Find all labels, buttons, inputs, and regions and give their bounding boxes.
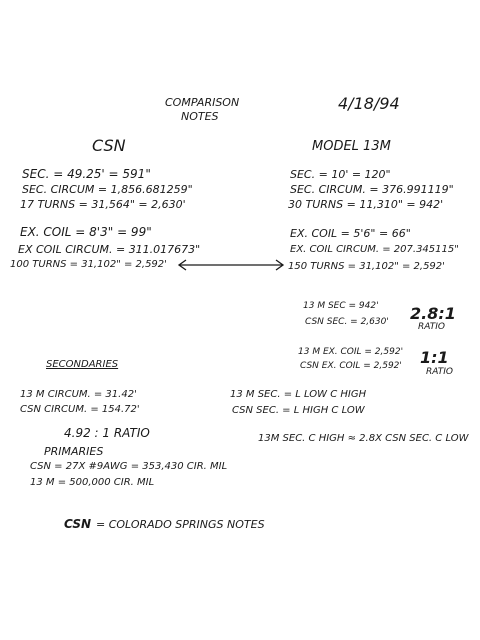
- footer-abbreviation: CSN: [64, 517, 92, 531]
- csn-ex-coil: EX. COIL = 8'3" = 99": [20, 225, 152, 239]
- title-line-1: COMPARISON: [165, 96, 240, 109]
- 13m-ex-coil: EX. COIL = 5'6" = 66": [290, 227, 411, 240]
- secondaries-ratio: 4.92 : 1 RATIO: [64, 426, 150, 440]
- ratio2-label: RATIO: [426, 367, 453, 377]
- ratio2-value: 1:1: [420, 348, 449, 367]
- 13m-sec-circum: SEC. CIRCUM. = 376.991119": [290, 183, 454, 196]
- 13m-sec: SEC. = 10' = 120": [290, 168, 391, 181]
- footer-definition: = COLORADO SPRINGS NOTES: [96, 518, 265, 531]
- ratio1-line1: 13 M SEC = 942': [303, 301, 379, 311]
- primaries-13m: 13 M = 500,000 CIR. MIL: [30, 477, 155, 488]
- csn-sec: SEC. = 49.25' = 591": [22, 167, 151, 181]
- 13m-turns-2: 150 TURNS = 31,102" = 2,592': [288, 261, 445, 272]
- formula-capacitance: 13M SEC. C HIGH ≈ 2.8X CSN SEC. C LOW: [258, 433, 469, 444]
- csn-ex-coil-circum: EX COIL CIRCUM. = 311.017673": [18, 243, 201, 256]
- csn-turns: 17 TURNS = 31,564" = 2,630': [20, 198, 186, 211]
- date: 4/18/94: [338, 94, 400, 113]
- csn-turns-2: 100 TURNS = 31,102" = 2,592': [10, 259, 167, 270]
- double-arrow-icon: [177, 259, 285, 271]
- formula-csn: CSN SEC. = L HIGH C LOW: [232, 405, 365, 416]
- ratio1-label: RATIO: [418, 322, 445, 332]
- ratio2-line1: 13 M EX. COIL = 2,592': [298, 347, 404, 357]
- csn-sec-circum: SEC. CIRCUM = 1,856.681259": [22, 183, 193, 196]
- csn-heading: CSN: [92, 136, 126, 155]
- ratio1-value: 2.8:1: [410, 304, 456, 323]
- model-13m-heading: MODEL 13M: [312, 139, 391, 154]
- primaries-csn: CSN = 27X #9AWG = 353,430 CIR. MIL: [30, 461, 228, 472]
- secondaries-heading: SECONDARIES: [46, 359, 119, 370]
- ratio2-line2: CSN EX. COIL = 2,592': [300, 361, 402, 371]
- 13m-ex-coil-circum: EX. COIL CIRCUM. = 207.345115": [290, 244, 459, 255]
- formula-13m: 13 M SEC. = L LOW C HIGH: [230, 389, 367, 400]
- title-line-2: NOTES: [181, 110, 219, 123]
- ratio1-line2: CSN SEC. = 2,630': [305, 317, 389, 327]
- 13m-turns: 30 TURNS = 11,310" = 942': [288, 198, 444, 211]
- secondaries-13m-circum: 13 M CIRCUM. = 31.42': [20, 389, 137, 400]
- primaries-heading: PRIMARIES: [44, 445, 104, 458]
- secondaries-csn-circum: CSN CIRCUM. = 154.72': [20, 404, 140, 415]
